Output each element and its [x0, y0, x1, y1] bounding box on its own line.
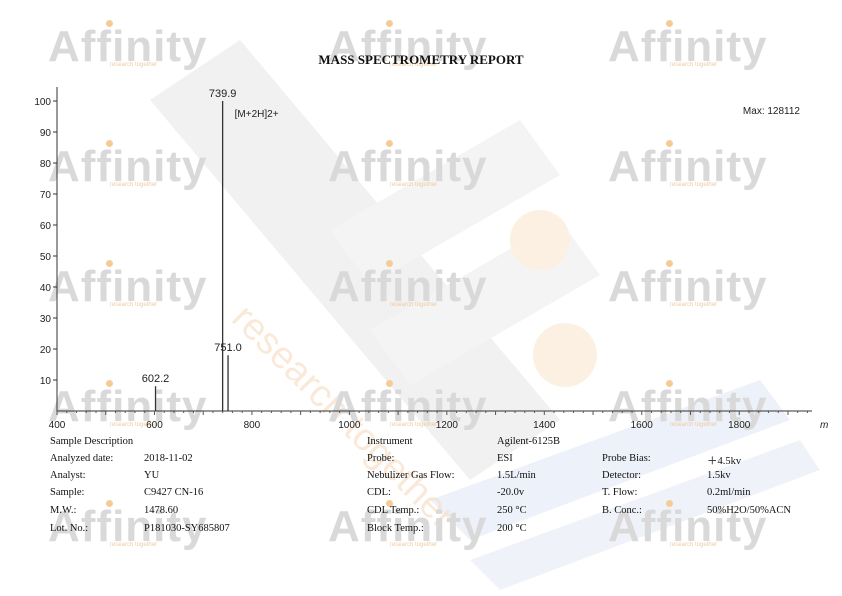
instrument-label: Detector:	[602, 470, 642, 481]
sample-heading: Sample Description	[50, 436, 134, 447]
instrument-label: Probe Bias:	[602, 453, 651, 464]
x-unit-label: m	[820, 420, 828, 431]
sample-label: Sample:	[50, 487, 85, 498]
x-tick-label: 600	[146, 420, 163, 431]
x-tick-label: 800	[244, 420, 261, 431]
max-intensity-label: Max: 128112	[743, 106, 801, 117]
instrument-label: Block Temp.:	[367, 523, 424, 534]
y-tick-label: 30	[40, 314, 52, 325]
x-tick-label: 1600	[631, 420, 654, 431]
mass-spectrum-chart: 10 20 30 40 50 60 70 80 90 100 400 600 800 1000 1200 14…	[34, 87, 828, 431]
y-tick-label: 80	[40, 159, 52, 170]
sample-value: YU	[144, 470, 160, 481]
sample-value: P181030-SY685807	[144, 523, 230, 534]
instrument-heading: Instrument	[367, 436, 413, 447]
peak-label: 751.0	[214, 342, 242, 354]
x-tick-label: 1200	[436, 420, 459, 431]
instrument-value: -20.0v	[497, 487, 525, 498]
x-tick-label: 1400	[533, 420, 556, 431]
sample-label: Analyzed date:	[50, 453, 114, 464]
instrument-label: CDL:	[367, 487, 391, 498]
report-title: MASS SPECTROMETRY REPORT	[318, 52, 524, 67]
instrument-value: 1.5kv	[707, 470, 731, 481]
instrument-label: T. Flow:	[602, 487, 638, 498]
instrument-model: Agilent-6125B	[497, 436, 560, 447]
y-tick-label: 50	[40, 252, 52, 263]
instrument-label: B. Conc.:	[602, 505, 642, 516]
peak-label: 739.9	[209, 88, 237, 100]
sample-label: Analyst:	[50, 470, 86, 481]
instrument-value: 0.2ml/min	[707, 487, 751, 498]
sample-value: C9427 CN-16	[144, 487, 204, 498]
sample-value: 1478.60	[144, 505, 179, 516]
sample-label: Lot. No.:	[50, 523, 89, 534]
peak-annotation: [M+2H]2+	[235, 109, 279, 120]
x-tick-label: 1800	[728, 420, 751, 431]
x-tick-label: 400	[49, 420, 66, 431]
y-tick-label: 20	[40, 345, 52, 356]
x-tick-label: 1000	[338, 420, 361, 431]
instrument-value: 250 °C	[497, 505, 527, 516]
y-tick-label: 90	[40, 128, 52, 139]
instrument-value: 1.5L/min	[497, 470, 536, 481]
peak-label: 602.2	[142, 373, 170, 385]
instrument-value: ESI	[497, 453, 513, 464]
y-tick-label: 100	[34, 97, 51, 108]
y-tick-label: 10	[40, 376, 52, 387]
sample-value: 2018-11-02	[144, 453, 193, 464]
instrument-value: 50%H2O/50%ACN	[707, 505, 791, 516]
chart-axes: 10 20 30 40 50 60 70 80 90 100 400 600 800 1000 1200 14…	[34, 87, 828, 431]
y-tick-label: 60	[40, 221, 52, 232]
chart-peaks: 602.2 739.9 [M+2H]2+ 751.0	[142, 88, 279, 411]
instrument-label: Probe:	[367, 453, 395, 464]
instrument-value: 200 °C	[497, 523, 527, 534]
instrument-label: CDL Temp.:	[367, 505, 420, 516]
y-tick-label: 70	[40, 190, 52, 201]
y-tick-label: 40	[40, 283, 52, 294]
sample-label: M.W.:	[50, 505, 77, 516]
instrument-label: Nebulizer Gas Flow:	[367, 470, 455, 481]
instrument-value: ＋4.5kv	[707, 456, 742, 467]
